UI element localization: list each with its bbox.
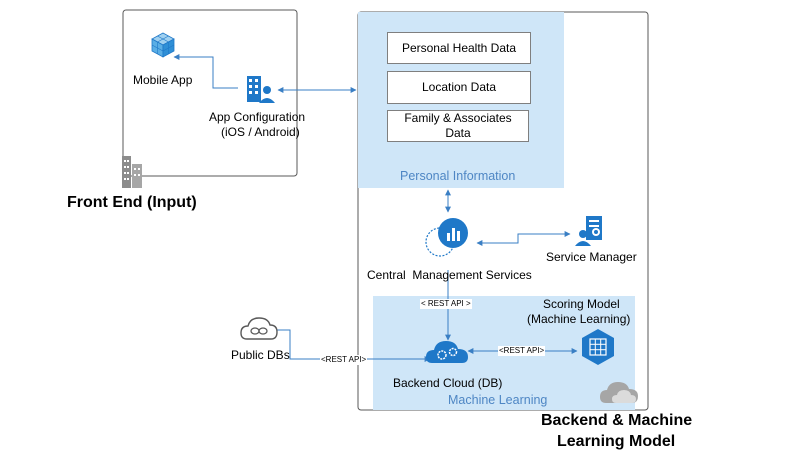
mobile-app-label: Mobile App — [133, 73, 193, 87]
backend-title-line2: Learning Model — [557, 433, 676, 450]
app-configuration-icon — [247, 76, 275, 103]
public-dbs-label: Public DBs — [231, 348, 290, 362]
location-data-box: Location Data — [387, 71, 531, 104]
personal-info-region-label: Personal Information — [400, 169, 516, 183]
backend-cloud-label: Backend Cloud (DB) — [393, 376, 503, 390]
rest-api-central-cloud: < REST API > — [420, 299, 472, 309]
family-associates-box: Family & Associates Data — [387, 110, 529, 142]
scoring-model-subtitle: (Machine Learning) — [527, 312, 631, 326]
front-end-buildings-icon — [122, 156, 142, 188]
connector-central-to-service — [476, 231, 571, 246]
scoring-model-icon — [582, 329, 614, 365]
backend-cloud-icon — [426, 341, 468, 363]
location-data-label: Location Data — [421, 80, 497, 94]
app-configuration-platform-label: (iOS / Android) — [221, 125, 300, 139]
central-management-icon — [425, 218, 468, 257]
central-management-label: Central Management Services — [367, 268, 532, 282]
rest-api-public-cloud: <REST API> — [320, 355, 368, 365]
front-end-title: Front End (Input) — [67, 194, 197, 211]
personal-health-data-box: Personal Health Data — [387, 32, 531, 64]
front-end-container — [122, 9, 298, 177]
service-manager-label: Service Manager — [546, 250, 637, 264]
gray-cloud-icon — [600, 382, 638, 403]
service-manager-icon — [575, 216, 602, 246]
personal-health-data-label: Personal Health Data — [401, 40, 517, 55]
family-associates-label: Family & Associates Data — [404, 111, 512, 140]
mobile-app-icon — [151, 32, 175, 58]
scoring-model-label: Scoring Model — [543, 297, 620, 311]
public-dbs-icon — [240, 317, 278, 340]
connector-mobile-to-appconfig — [173, 54, 238, 89]
app-configuration-label: App Configuration — [209, 110, 306, 124]
rest-api-cloud-scoring: <REST API> — [498, 346, 546, 356]
machine-learning-region-label: Machine Learning — [448, 393, 548, 407]
backend-title-line1: Backend & Machine — [541, 412, 693, 429]
